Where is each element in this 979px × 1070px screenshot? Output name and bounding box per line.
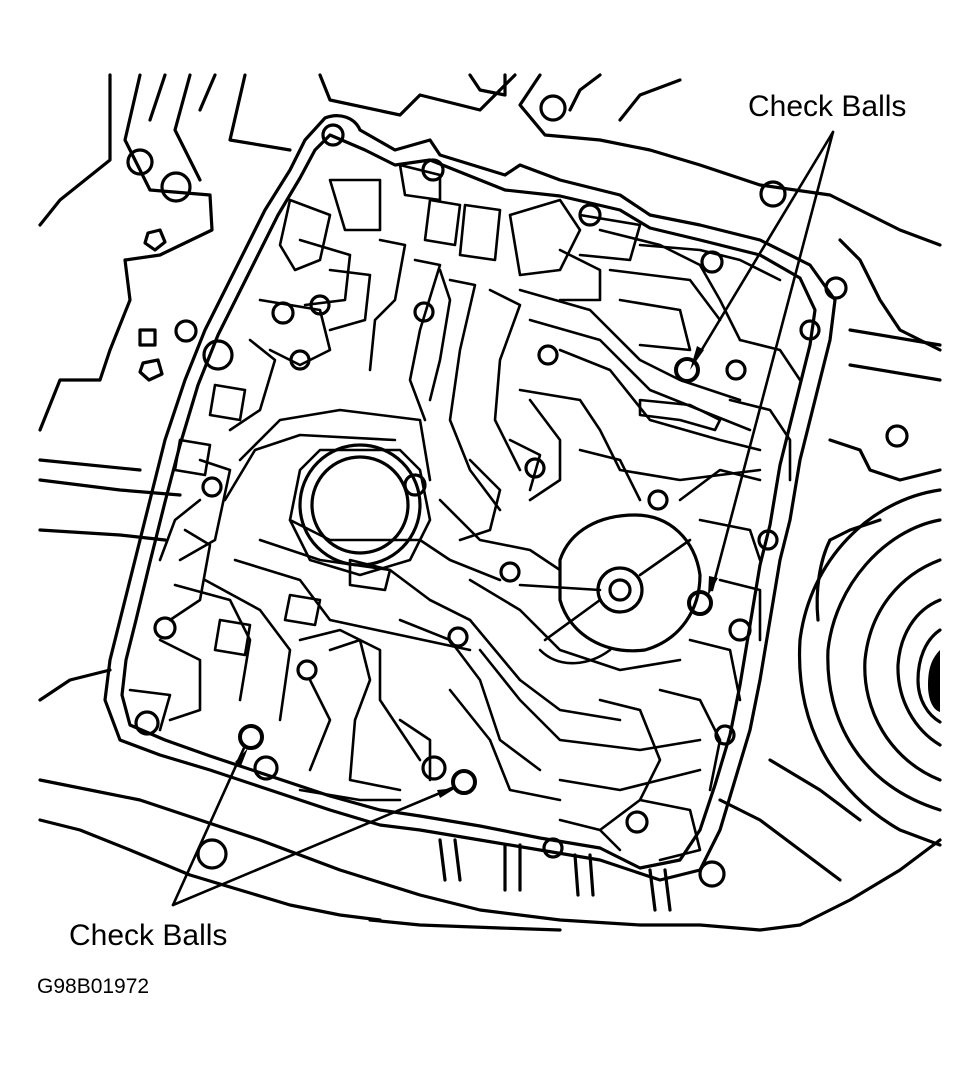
valve-body-channels — [128, 163, 802, 862]
check-ball-3 — [238, 724, 264, 750]
check-balls-label-bottom: Check Balls — [69, 919, 228, 952]
servo-bore — [288, 443, 432, 577]
leader-lines — [171, 130, 835, 907]
transmission-case-outline — [38, 73, 942, 932]
check-balls — [238, 357, 713, 795]
check-ball-2 — [687, 590, 713, 616]
pump-area — [518, 513, 702, 665]
arrowhead-top-2 — [708, 576, 718, 596]
figure-code: G98B01972 — [37, 975, 150, 998]
arrowhead-bottom-2 — [437, 788, 456, 798]
valve-body-plate — [103, 114, 837, 912]
arrowhead-bottom-1 — [235, 748, 248, 766]
arrowhead-top-1 — [690, 346, 704, 370]
check-ball-1 — [674, 357, 700, 383]
bolt-holes — [134, 123, 821, 859]
check-ball-4 — [451, 769, 477, 795]
check-balls-label-top: Check Balls — [748, 90, 907, 123]
